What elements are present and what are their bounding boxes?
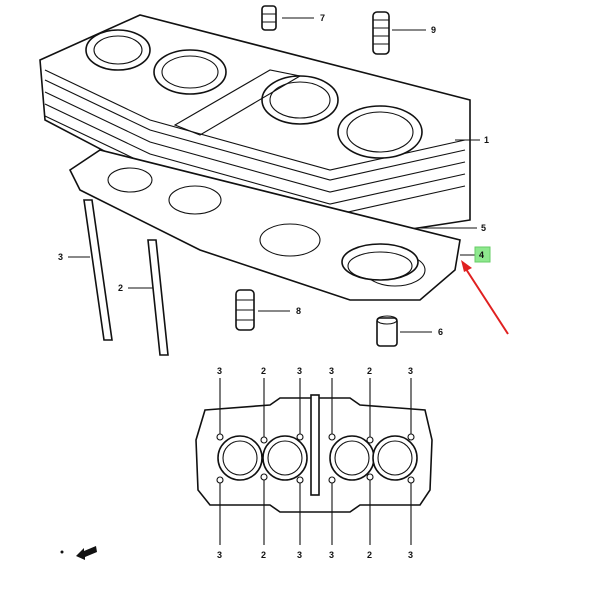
callout-7: 7 [320, 13, 325, 23]
leader-lines [68, 17, 480, 333]
stud-long [83, 199, 113, 341]
gasket-label: 3 [217, 550, 222, 560]
plug-top [372, 11, 390, 55]
dowel-pin [376, 315, 398, 347]
gasket-label: 3 [329, 550, 334, 560]
callout-6: 6 [438, 327, 443, 337]
cylinder-block [39, 14, 471, 241]
callout-3: 3 [58, 252, 63, 262]
callout-5: 5 [481, 223, 486, 233]
gasket-label: 3 [297, 550, 302, 560]
callout-4-highlight [474, 246, 491, 263]
gasket-label: 3 [297, 366, 302, 376]
gasket-label: 3 [329, 366, 334, 376]
callout-9: 9 [431, 25, 436, 35]
callout-2: 2 [118, 283, 123, 293]
callout-8: 8 [296, 306, 301, 316]
plug-side [235, 289, 255, 331]
gasket-top-labels: 3 2 3 3 2 3 [217, 366, 413, 376]
gasket-label: 3 [408, 366, 413, 376]
gasket-label: 2 [367, 366, 372, 376]
gasket-label: 2 [261, 550, 266, 560]
gasket-bottom-labels: 3 2 3 3 2 3 [217, 550, 413, 560]
front-arrow-icon [60, 546, 97, 560]
gasket-label: 2 [367, 550, 372, 560]
stud-short [147, 239, 169, 356]
gasket-top-view [195, 378, 433, 545]
callout-4: 4 [479, 250, 484, 260]
gasket-label: 2 [261, 366, 266, 376]
callout-1: 1 [484, 135, 489, 145]
o-ring [341, 243, 419, 281]
gasket-label: 3 [217, 366, 222, 376]
plug-small [261, 5, 277, 31]
red-arrow [461, 260, 509, 335]
gasket-label: 3 [408, 550, 413, 560]
